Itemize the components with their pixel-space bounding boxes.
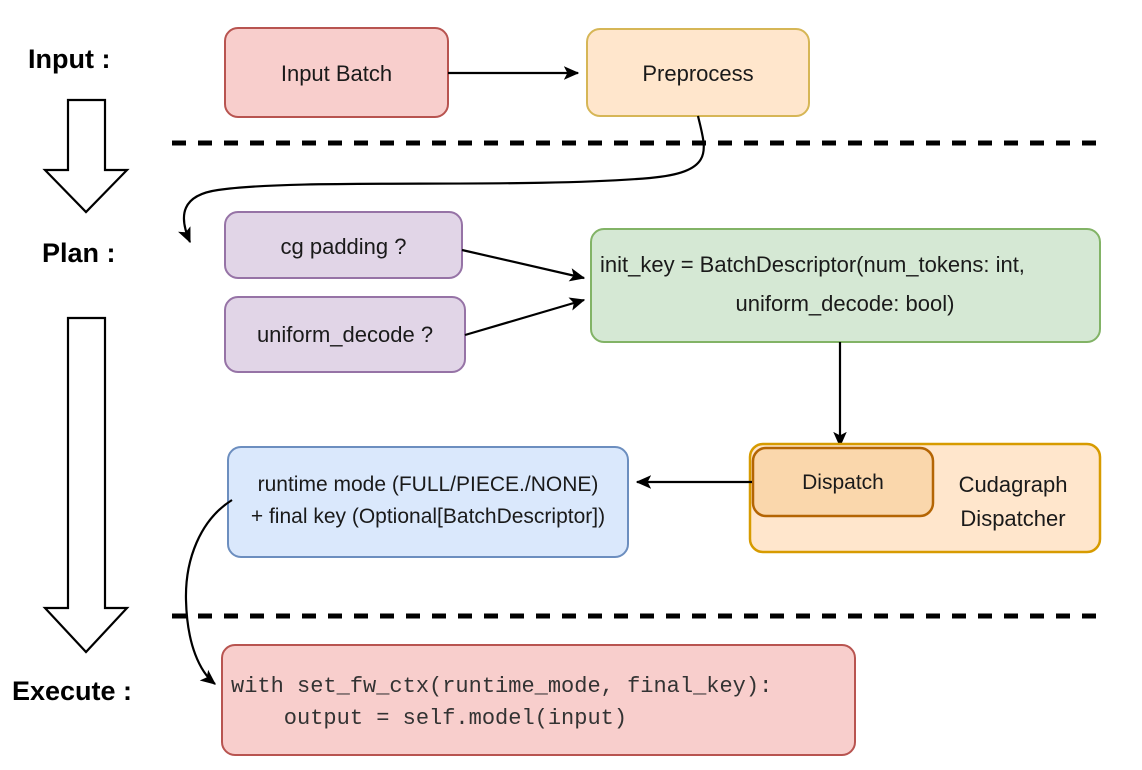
code-line-2: output = self.model(input) [231,706,627,731]
edge-cg-padding-to-init-key [461,248,586,282]
node-init-key[interactable]: init_key = BatchDescriptor(num_tokens: i… [590,228,1101,343]
node-input-batch[interactable]: Input Batch [224,27,449,118]
runtime-mode-line1: runtime mode (FULL/PIECE./NONE) [258,473,599,496]
uniform-decode-label: uniform_decode ? [257,322,433,347]
runtime-mode-line2: + final key (Optional[BatchDescriptor]) [251,505,605,528]
code-block-box[interactable] [221,644,856,756]
dispatch-label: Dispatch [802,471,884,494]
init-key-line2: uniform_decode: bool) [736,291,955,316]
node-cg-padding[interactable]: cg padding ? [224,211,463,279]
input-batch-label: Input Batch [281,61,392,86]
node-preprocess[interactable]: Preprocess [586,28,810,117]
cudagraph-dispatcher-line1: Cudagraph [959,472,1068,497]
edge-uniform-decode-to-init-key [464,297,586,337]
node-uniform-decode[interactable]: uniform_decode ? [224,296,466,373]
cg-padding-label: cg padding ? [281,234,407,259]
down-arrow-icon [42,98,130,214]
edge-runtime-mode-to-code-block [184,499,233,685]
node-runtime-mode[interactable]: runtime mode (FULL/PIECE./NONE) + final … [227,446,629,558]
edge-preprocess-to-cg-padding [178,115,705,244]
stage-label-plan: Plan : [42,238,116,268]
stage-label-execute: Execute : [12,676,132,706]
cudagraph-dispatcher-line2: Dispatcher [960,506,1065,531]
code-line-1: with set_fw_ctx(runtime_mode, final_key)… [231,674,772,699]
down-arrow-icon [42,316,130,654]
runtime-mode-box[interactable] [227,446,629,558]
node-dispatch[interactable]: Dispatch [751,446,935,518]
init-key-line1: init_key = BatchDescriptor(num_tokens: i… [600,252,1025,277]
stage-label-input: Input : [28,44,110,74]
cg-padding-box[interactable] [224,211,463,279]
preprocess-label: Preprocess [642,61,753,86]
node-code-block[interactable]: with set_fw_ctx(runtime_mode, final_key)… [221,644,856,756]
init-key-box[interactable] [590,228,1101,343]
dispatch-box[interactable] [751,446,935,518]
